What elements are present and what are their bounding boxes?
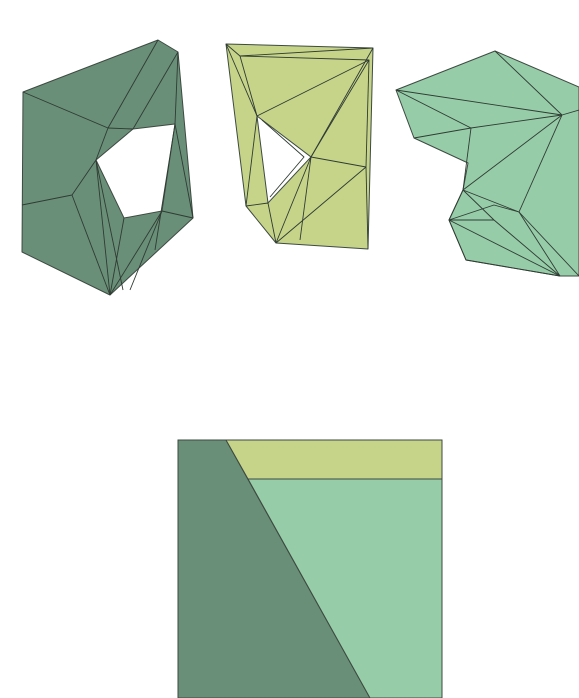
assembled-square <box>178 440 442 698</box>
yellow-green-piece <box>226 44 373 249</box>
square-region-yellow-green <box>226 440 442 479</box>
dark-green-piece <box>22 40 193 295</box>
light-green-piece <box>396 51 579 276</box>
